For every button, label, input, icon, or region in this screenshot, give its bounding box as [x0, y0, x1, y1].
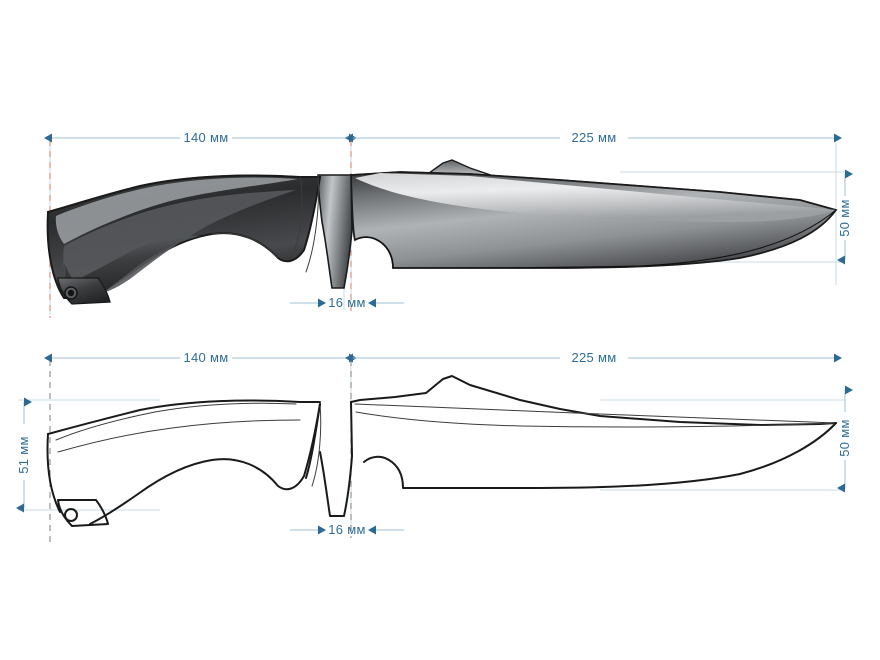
handle-highlight-upper [55, 177, 298, 244]
dimension-handle-height-bottom: 51 мм [15, 397, 33, 513]
lanyard-hole [67, 289, 75, 297]
handle-finger-groove [211, 232, 279, 259]
handle-butt-line [46, 433, 61, 513]
dimension-guard-width-top: 16 мм [290, 295, 404, 310]
dimension-blade-height-bottom: 50 мм [836, 385, 854, 493]
dimension-guard-width-bottom: 16 мм [290, 522, 404, 537]
blade-edge [392, 209, 837, 269]
rendered-view: 140 мм 225 мм 50 мм 16 мм [43, 130, 854, 318]
blade-spine-inner-line [354, 403, 837, 424]
lanyard-hole-outline [64, 508, 78, 522]
dimension-label-50-top: 50 мм [837, 199, 852, 236]
blade-spine-line [350, 375, 837, 426]
knife-outline [46, 375, 837, 527]
dimension-blade-length-bottom: 225 мм [344, 350, 843, 365]
dimension-blade-height-top: 50 мм [836, 169, 854, 265]
handle-belly-line [89, 403, 321, 525]
dimension-handle-length-top: 140 мм [43, 130, 358, 145]
dimension-label-225-bottom: 225 мм [572, 350, 617, 365]
handle-spine-line [47, 399, 321, 435]
dimension-label-50-bottom: 50 мм [837, 419, 852, 456]
blade-grind-line [355, 411, 837, 428]
outline-view: 140 мм 225 мм 50 мм 51 мм [15, 350, 854, 545]
handle-seam-front [293, 176, 303, 253]
guard [317, 174, 353, 289]
blade-edge-line [363, 422, 837, 490]
dimension-label-140-top: 140 мм [184, 130, 229, 145]
dimension-blade-length-top: 225 мм [344, 130, 843, 145]
blade-choil [354, 236, 394, 269]
dimension-label-225-top: 225 мм [572, 130, 617, 145]
dimension-label-16-top: 16 мм [328, 295, 365, 310]
blade-bevel-highlight [355, 173, 836, 222]
butt-plate-outline [57, 499, 109, 527]
knife-rendering [46, 159, 838, 305]
handle-inner-contour [57, 419, 301, 453]
dimension-handle-length-bottom: 140 мм [43, 350, 358, 365]
handle-inner-top-line [55, 402, 297, 441]
guard-outline [319, 401, 353, 517]
guard-seam-line [311, 403, 322, 487]
dimension-label-140-bottom: 140 мм [184, 350, 229, 365]
guard-seam [305, 174, 319, 273]
dimension-label-16-bottom: 16 мм [328, 522, 365, 537]
dimension-label-51-bottom: 51 мм [16, 436, 31, 473]
